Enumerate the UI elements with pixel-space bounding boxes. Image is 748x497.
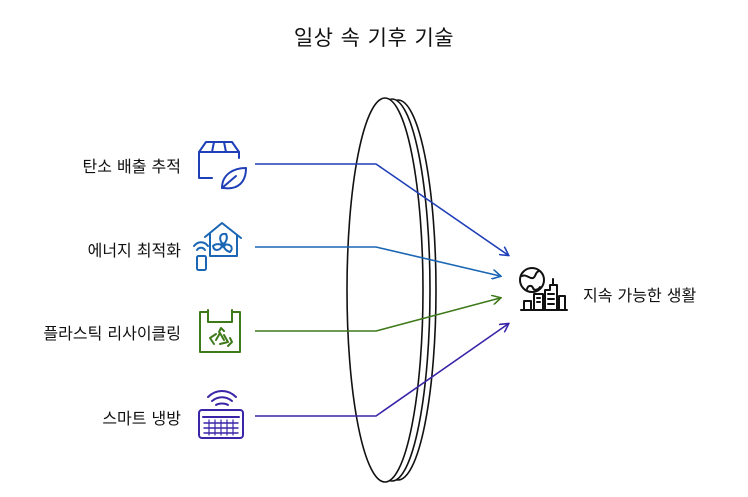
input-label-energy: 에너지 최적화 — [87, 241, 181, 260]
lens-icon — [346, 97, 437, 483]
air-conditioner-icon — [198, 390, 244, 439]
globe-city-icon — [519, 267, 568, 311]
connector-cooling — [255, 324, 508, 417]
recycle-bag-icon — [199, 309, 241, 353]
connector-energy — [255, 246, 500, 276]
input-label-carbon: 탄소 배출 추적 — [82, 157, 182, 176]
input-label-plastic: 플라스틱 리사이클링 — [43, 324, 181, 343]
carbon-box-leaf-icon — [198, 141, 247, 190]
connector-carbon — [255, 163, 508, 255]
connector-plastic — [255, 298, 500, 332]
smart-home-fan-icon — [193, 222, 242, 271]
input-label-cooling: 스마트 냉방 — [102, 409, 181, 428]
diagram-title: 일상 속 기후 기술 — [293, 26, 455, 50]
outcome-label: 지속 가능한 생활 — [583, 286, 697, 305]
